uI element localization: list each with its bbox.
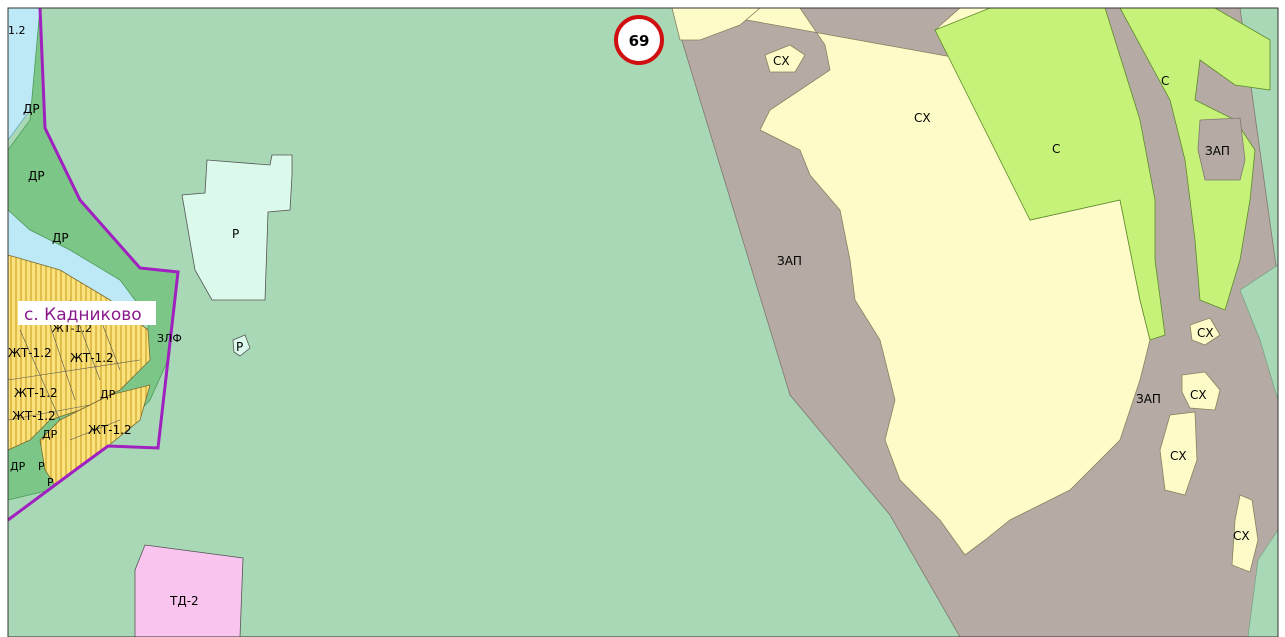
label-r-bottom1: Р (38, 460, 45, 473)
cropland-patch-sx-3[interactable] (1159, 411, 1198, 496)
label-sx-right3: СХ (1170, 449, 1187, 463)
label-zlf: ЗЛФ (157, 332, 182, 345)
label-sx-right1: СХ (1197, 326, 1214, 340)
label-td2: ТД-2 (169, 594, 199, 608)
label-jt-3: ЖТ-1.2 (14, 386, 58, 400)
label-corner: 1.2 (8, 24, 26, 37)
label-r-main: Р (232, 227, 239, 241)
cropland-patch-sx-2[interactable] (1181, 371, 1221, 411)
label-dr-3: ДР (52, 231, 69, 245)
label-sx-right2: СХ (1190, 388, 1207, 402)
label-jt-6: ЖТ-1.2 (52, 322, 92, 335)
badge-circle (614, 15, 664, 65)
map-frame (7, 7, 1279, 637)
label-r-bottom2: Р (47, 476, 54, 489)
label-dr-5: ДР (42, 428, 58, 441)
cropland-patch-sx-4[interactable] (1231, 494, 1259, 573)
settlement-label-bg (18, 301, 156, 325)
label-sx-right4: СХ (1233, 529, 1250, 543)
forest-patch-bottom-right[interactable] (1247, 529, 1279, 637)
label-c-top: С (1161, 74, 1169, 88)
label-jt-2: ЖТ-1.2 (70, 351, 114, 365)
recreation-zone-r[interactable] (181, 154, 293, 301)
label-zap-main: ЗАП (777, 254, 802, 268)
label-zap-right: ЗАП (1136, 392, 1161, 406)
reserve-zone-zap-inner[interactable] (1197, 117, 1246, 181)
label-dr-1: ДР (23, 102, 40, 116)
public-zone-td2[interactable] (134, 544, 244, 637)
label-c-main: С (1052, 142, 1060, 156)
label-dr-2: ДР (28, 169, 45, 183)
badge-number: 69 (629, 32, 650, 50)
label-dr-6: ДР (10, 460, 26, 473)
cropland-patch-sx-1[interactable] (1189, 317, 1221, 346)
label-r-small: Р (236, 340, 243, 354)
map-sheet-badge[interactable]: 69 (614, 15, 664, 65)
label-dr-4: ДР (100, 388, 116, 401)
label-sx-main: СХ (914, 111, 931, 125)
cropland-zone-sx[interactable] (679, 7, 1151, 556)
street-lines (7, 299, 141, 441)
label-jt-1: ЖТ-1.2 (8, 346, 52, 360)
recreation-zone-r-small[interactable] (232, 334, 251, 357)
label-jt-4: ЖТ-1.2 (12, 409, 56, 423)
settlement-label[interactable]: с. Кадниково (24, 305, 142, 325)
label-jt-5: ЖТ-1.2 (88, 423, 132, 437)
settlement-boundary (7, 7, 180, 522)
label-sx-top: СХ (773, 54, 790, 68)
cropland-patch-sx-top[interactable] (764, 44, 806, 73)
label-zap-inner: ЗАП (1205, 144, 1230, 158)
lime-zone-c-top[interactable] (1119, 7, 1271, 311)
